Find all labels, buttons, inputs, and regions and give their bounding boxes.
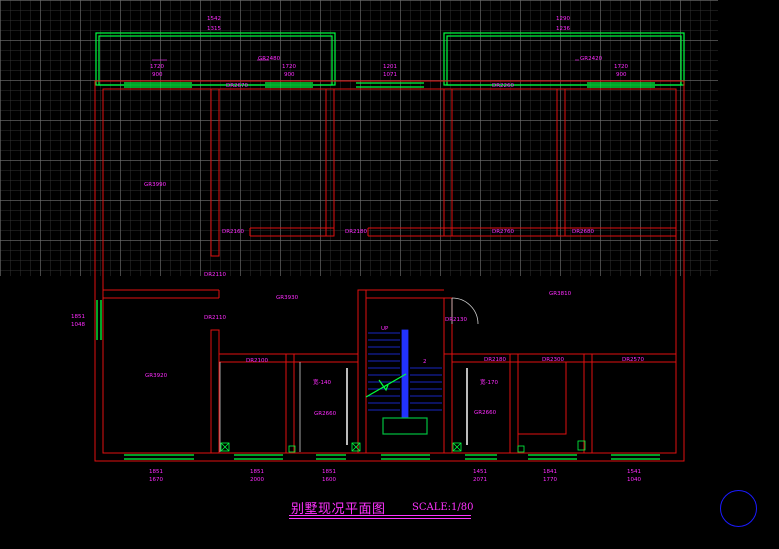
room-label: DR2680 <box>572 229 595 235</box>
windows <box>96 82 660 460</box>
drawing-scale: SCALE:1/80 <box>412 502 474 513</box>
dim-label: 1071 <box>383 72 397 78</box>
dim-label: 1451 <box>473 469 487 475</box>
exterior-walls <box>94 80 685 462</box>
room-label: GR3920 <box>145 373 168 379</box>
room-label: GR3990 <box>144 182 167 188</box>
room-label: DR2670 <box>226 83 249 89</box>
dim-label: 900 <box>284 72 295 78</box>
stair-mark: 2 <box>423 359 427 365</box>
dim-label: 1236 <box>556 26 570 32</box>
dim-label: 1040 <box>627 477 641 483</box>
dim-label: 1841 <box>543 469 557 475</box>
column-markers <box>220 440 586 453</box>
title-underline <box>289 518 471 519</box>
room-label: DR2300 <box>542 357 565 363</box>
dim-label: 1851 <box>322 469 336 475</box>
dim-label: 1770 <box>543 477 557 483</box>
cad-grid <box>0 0 718 276</box>
dim-label: 1851 <box>71 314 85 320</box>
dim-label: 1851 <box>149 469 163 475</box>
bottom-dimensions: 1851 1670 1851 2000 1851 1600 1451 2071 … <box>71 314 641 483</box>
stair-arrow <box>365 373 428 435</box>
interior-walls <box>103 88 676 454</box>
room-label: DR2760 <box>492 229 515 235</box>
dim-label: 2000 <box>250 477 264 483</box>
balcony-left <box>95 32 336 86</box>
dim-label: 1670 <box>149 477 163 483</box>
drawing-title: 别墅现况平面图 <box>291 502 386 517</box>
title-underline <box>289 515 471 516</box>
room-label-group: GR3990 GR2480 DR2670 DR2260 GR2420 DR216… <box>144 56 645 417</box>
dim-label: 1720 <box>150 64 164 70</box>
dim-label: 1851 <box>250 469 264 475</box>
room-label: GR2480 <box>258 56 281 62</box>
room-label: GR3930 <box>276 295 299 301</box>
dim-label: 1315 <box>207 26 221 32</box>
dim-label: 1201 <box>383 64 397 70</box>
stair-mark: 宽-170 <box>480 378 498 386</box>
room-label: DR2570 <box>622 357 645 363</box>
stair-up-label: UP <box>381 326 389 332</box>
room-label: GR2420 <box>580 56 603 62</box>
navigation-circle[interactable] <box>720 490 757 527</box>
dim-label: 1542 <box>207 16 221 22</box>
dim-label: 1720 <box>614 64 628 70</box>
room-label: DR2180 <box>345 229 368 235</box>
room-label: DR2130 <box>445 317 468 323</box>
stair-mark: 宽-140 <box>313 378 331 386</box>
dim-label: 1048 <box>71 322 85 328</box>
dim-label: 2071 <box>473 477 487 483</box>
room-label: DR2100 <box>246 358 269 364</box>
top-dimensions: 1542 1315 1290 1236 1720 900 1720 900 12… <box>150 16 628 78</box>
room-label: GR3810 <box>549 291 572 297</box>
room-label: GR2660 <box>314 411 337 417</box>
door-swing <box>219 297 479 452</box>
room-label: DR2110 <box>204 315 227 321</box>
room-label: DR2180 <box>484 357 507 363</box>
room-label: GR2660 <box>474 410 497 416</box>
balcony-right <box>443 32 685 86</box>
dim-label: 1720 <box>282 64 296 70</box>
dim-label: 1541 <box>627 469 641 475</box>
poles <box>346 368 468 445</box>
dim-label: 1290 <box>556 16 570 22</box>
room-label: DR2110 <box>204 272 227 278</box>
room-label: DR2160 <box>222 229 245 235</box>
room-label: DR2260 <box>492 83 515 89</box>
dim-label: 900 <box>152 72 163 78</box>
dim-label: 1600 <box>322 477 336 483</box>
dim-label: 900 <box>616 72 627 78</box>
